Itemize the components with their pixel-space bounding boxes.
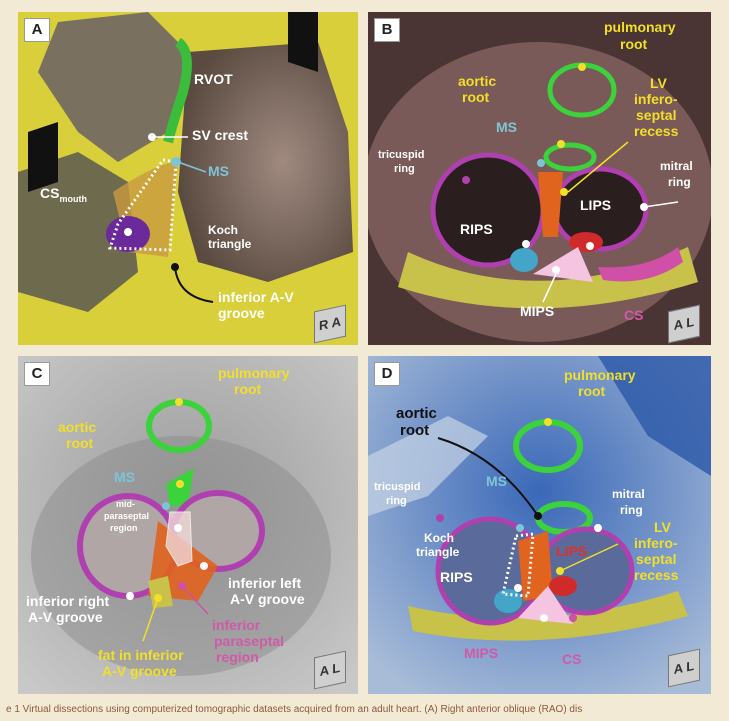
triangle-label: triangle [416, 545, 460, 559]
ms-label: MS [486, 473, 507, 489]
mitral-label: mitral [660, 159, 693, 173]
rvot-label: RVOT [194, 71, 233, 87]
infero-label: infero- [634, 535, 678, 551]
mitral-ring-label: ring [668, 175, 691, 189]
rips-label: RIPS [460, 221, 493, 237]
pulmonary-root-label: root [234, 381, 262, 397]
panel-d: D pulmonary root aortic root mitral ring… [368, 356, 711, 694]
lips-label: LIPS [580, 197, 612, 213]
figure-caption: e 1 Virtual dissections using computeriz… [0, 699, 729, 721]
paraseptal-label: paraseptal [104, 511, 150, 521]
paraseptal-label-2: paraseptal [214, 633, 285, 649]
pulmonary-root-label: root [620, 36, 648, 52]
aortic-label: aortic [58, 419, 97, 435]
panel-c: C pulmonary root aortic root MS mid- par… [18, 356, 358, 694]
septal-label: septal [636, 551, 677, 567]
cs-label: CS [624, 307, 644, 323]
aortic-label: aortic [396, 405, 437, 422]
septal-label: septal [636, 107, 677, 123]
inferior-left-label: inferior left [228, 575, 302, 591]
tricuspid-label: tricuspid [378, 149, 425, 161]
panel-c-label: C [24, 362, 50, 386]
panel-a-label: A [24, 18, 50, 42]
tricuspid-label: tricuspid [374, 481, 421, 493]
panel-b: B pulmonary root aortic root LV infero- … [368, 12, 711, 345]
aortic-label: aortic [458, 73, 497, 89]
orientation-cube: A L [668, 304, 700, 344]
inferior-right-label: inferior right [26, 593, 110, 609]
panel-d-label: D [374, 362, 400, 386]
right-av-groove-label: A-V groove [28, 609, 103, 625]
rips-label: RIPS [440, 569, 473, 585]
lips-label: LIPS [556, 543, 588, 559]
infero-label: infero- [634, 91, 678, 107]
koch-label: Koch [208, 223, 238, 237]
aortic-root-label: root [66, 435, 94, 451]
mid-label: mid- [116, 499, 135, 509]
orientation-cube: A L [314, 650, 346, 690]
orientation-cube: A L [668, 648, 700, 688]
panel-b-label: B [374, 18, 400, 42]
inferior-av-label: inferior A-V [218, 289, 294, 305]
mips-label: MIPS [520, 303, 555, 319]
ms-label: MS [496, 119, 517, 135]
fat-label: fat in inferior [98, 647, 184, 663]
recess-label: recess [634, 123, 679, 139]
panel-a: A RVOT SV crest MS CSmouth Koch triangle… [18, 12, 358, 345]
ms-label: MS [208, 163, 229, 179]
aortic-root-label: root [462, 89, 490, 105]
region-label: region [110, 523, 138, 533]
lv-label: LV [650, 75, 667, 91]
orientation-cube: R A [314, 304, 346, 344]
tricuspid-ring-label: ring [386, 495, 407, 507]
left-av-groove-label: A-V groove [230, 591, 305, 607]
tricuspid-ring-label: ring [394, 163, 415, 175]
koch-label: Koch [424, 531, 454, 545]
pulmonary-label: pulmonary [604, 19, 676, 35]
panel-d-image [368, 356, 711, 694]
region-label-2: region [216, 649, 259, 665]
panel-a-image [18, 12, 358, 345]
panel-b-image [368, 12, 711, 345]
ms-label: MS [114, 469, 135, 485]
inferior-paraseptal-label: inferior [212, 617, 261, 633]
pulmonary-label: pulmonary [218, 365, 290, 381]
panel-c-image [18, 356, 358, 694]
fat-av-groove-label: A-V groove [102, 663, 177, 679]
aortic-root-label: root [400, 422, 430, 439]
groove-label: groove [218, 305, 265, 321]
pulmonary-root-label: root [578, 383, 606, 399]
mitral-label: mitral [612, 487, 645, 501]
cs-mouth-label: CSmouth [40, 185, 87, 204]
pulmonary-label: pulmonary [564, 367, 636, 383]
koch-triangle-label: triangle [208, 237, 252, 251]
mips-label: MIPS [464, 645, 499, 661]
mitral-ring-label: ring [620, 503, 643, 517]
sv-crest-label: SV crest [192, 127, 249, 143]
recess-label: recess [634, 567, 679, 583]
lv-label: LV [654, 519, 671, 535]
cs-label: CS [562, 651, 582, 667]
